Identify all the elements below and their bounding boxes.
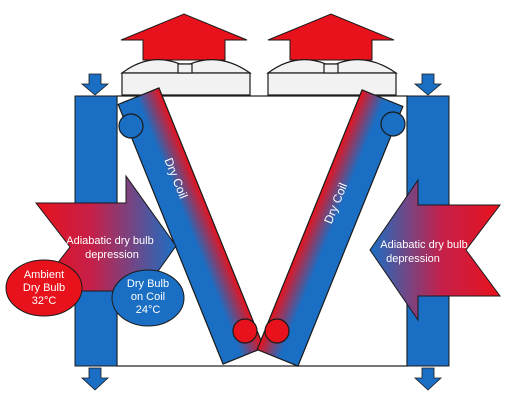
water-drop-arrow-left-bottom <box>80 367 110 391</box>
ambient-label-line3: 32°C <box>32 295 57 307</box>
right-depression-label-line1: Adiabatic dry bulb <box>380 239 467 251</box>
exhaust-arrow-left <box>120 13 248 61</box>
ambient-label-line2: Dry Bulb <box>23 282 65 294</box>
coil-header-right-top <box>380 111 406 137</box>
fan-housing-left <box>120 59 252 96</box>
coil-dry-bulb-bubble <box>111 269 185 327</box>
coil-label-line3: 24°C <box>136 304 161 316</box>
water-drop-arrow-right-bottom <box>413 367 443 391</box>
air-inlet-arrow-right <box>369 178 502 322</box>
exhaust-arrow-right <box>267 13 395 61</box>
coil-label-line1: Dry Bulb <box>127 278 169 290</box>
right-depression-label-line2: depression <box>386 253 440 265</box>
dry-coil-right: Dry Coil <box>256 89 404 367</box>
left-depression-label-line1: Adiabatic dry bulb <box>66 235 153 247</box>
ambient-label-line1: Ambient <box>24 269 64 281</box>
coil-header-left-top <box>118 113 144 139</box>
left-depression-label-line2: depression <box>85 249 139 261</box>
coil-label-line2: on Coil <box>131 291 165 303</box>
water-drop-arrow-right-top <box>413 73 443 96</box>
coil-header-left-bottom <box>232 318 258 344</box>
coil-header-right-bottom <box>264 318 290 344</box>
water-drop-arrow-left-top <box>80 73 110 96</box>
fan-housing-right <box>266 59 398 96</box>
dry-coil-left: Dry Coil <box>117 87 265 365</box>
ambient-dry-bulb-bubble <box>5 259 83 317</box>
